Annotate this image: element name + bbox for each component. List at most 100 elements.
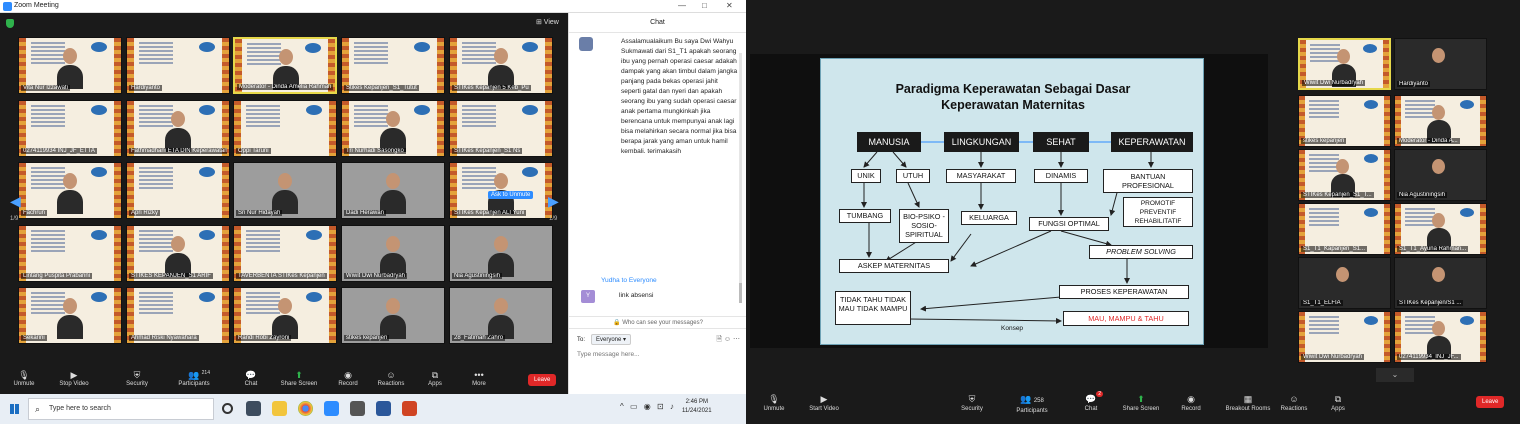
video-tile[interactable]: Nia Agustiningsih bbox=[1394, 149, 1487, 201]
node-bantuan-profesional: BANTUAN PROFESIONAL bbox=[1103, 169, 1193, 193]
video-tile[interactable]: STIKes Kepanjen_S1 Ns bbox=[449, 100, 553, 157]
powerpoint-icon[interactable] bbox=[402, 401, 417, 416]
video-tile[interactable]: STIKes Kepanjen_S1_T... bbox=[1298, 149, 1391, 201]
security-button[interactable]: ⛨Security bbox=[115, 369, 159, 387]
record-button[interactable]: ◉Record bbox=[326, 369, 370, 387]
video-tile[interactable]: Vita Nur Izzawati bbox=[18, 37, 122, 94]
video-tile[interactable]: stikes kepanjen bbox=[341, 287, 445, 344]
more-tiles-chevron-icon[interactable]: ⌄ bbox=[1376, 368, 1414, 382]
next-page-icon[interactable]: ▶ bbox=[548, 193, 559, 209]
video-tile[interactable]: Fachrun bbox=[18, 162, 122, 219]
video-tile[interactable]: S1_T1_ELFIA bbox=[1298, 257, 1391, 309]
breakout-rooms-button[interactable]: ▦Breakout Rooms bbox=[1213, 392, 1283, 412]
system-tray-icons[interactable]: ^ ▭ ◉ ⊡ ♪ bbox=[620, 402, 676, 411]
video-tile[interactable]: Stikes Kepanjen_S1_Tutut bbox=[341, 37, 445, 94]
video-tile[interactable]: Moderator - Dinda Amelia Rahmah bbox=[233, 37, 337, 94]
video-tile[interactable]: Randi Robi Zayroni bbox=[233, 287, 337, 344]
unmute-button-right[interactable]: 🎙Unmute bbox=[746, 392, 802, 412]
prev-page-icon[interactable]: ◀ bbox=[10, 193, 21, 209]
video-tile[interactable]: 0274119934_INJ_JF... bbox=[1394, 311, 1487, 363]
video-tile[interactable]: Oppi Taruni bbox=[233, 100, 337, 157]
apps-icon: ⧉ bbox=[1334, 394, 1342, 404]
video-tile[interactable]: Apri Rizky bbox=[126, 162, 230, 219]
windows-start-icon[interactable] bbox=[10, 404, 20, 414]
share-screen-button[interactable]: ⬆Share Screen bbox=[277, 369, 321, 387]
recipient-select[interactable]: Everyone ▾ bbox=[591, 334, 632, 345]
video-tile[interactable]: Wiwit Dwi Nurbadryah bbox=[1298, 311, 1391, 363]
ask-to-unmute-button[interactable]: Ask to Unmute bbox=[488, 191, 534, 199]
label-konsep: Konsep bbox=[1001, 325, 1024, 332]
zoom-taskbar-icon[interactable] bbox=[324, 401, 339, 416]
chat-input[interactable] bbox=[577, 351, 737, 358]
security-button-right[interactable]: ⛨Security bbox=[944, 392, 1000, 412]
leave-button-right[interactable]: Leave bbox=[1476, 396, 1505, 408]
more-button[interactable]: •••More bbox=[457, 369, 501, 387]
view-button[interactable]: ⊞ View bbox=[536, 19, 559, 26]
video-strip-right: Wiwit Dwi Nurbadryah Hardiyanto stikes kep… bbox=[1298, 38, 1488, 364]
video-tile[interactable]: Nia Agustiningsih bbox=[449, 225, 553, 282]
node-lingkungan: LINGKUNGAN bbox=[944, 132, 1019, 152]
chrome-icon[interactable] bbox=[298, 401, 313, 416]
file-explorer-icon[interactable] bbox=[272, 401, 287, 416]
shield-icon: ⛨ bbox=[968, 394, 976, 404]
apps-button-right[interactable]: ⧉Apps bbox=[1310, 392, 1366, 412]
zoom-app-icon bbox=[3, 2, 12, 11]
mic-muted-icon: 🎙 bbox=[18, 370, 30, 380]
video-tile[interactable]: Sekarini bbox=[18, 287, 122, 344]
reactions-button-right[interactable]: ☺Reactions bbox=[1266, 392, 1322, 412]
video-tile[interactable]: Dadi Herawan bbox=[341, 162, 445, 219]
video-tile[interactable]: Wiwit Dwi Nurbadryah bbox=[1298, 38, 1391, 90]
who-can-see-link[interactable]: 🔒 Who can see your messages? bbox=[569, 316, 747, 329]
stop-video-button[interactable]: ▶Stop Video bbox=[52, 369, 96, 387]
video-tile[interactable]: S1_T1_Kapanjen_S1... bbox=[1298, 203, 1391, 255]
video-tile[interactable]: Hardiyanto bbox=[126, 37, 230, 94]
video-tile[interactable]: stikes kepanjen bbox=[1298, 95, 1391, 147]
start-video-button[interactable]: ▶Start Video bbox=[796, 392, 852, 412]
word-icon[interactable] bbox=[376, 401, 391, 416]
unmute-button[interactable]: 🎙Unmute bbox=[2, 369, 46, 387]
video-tile[interactable]: S1_T1_Ayuna Rahman... bbox=[1394, 203, 1487, 255]
video-tile[interactable]: Fathmadhani ETA DIN Keperawatan bbox=[126, 100, 230, 157]
chat-button[interactable]: 💬Chat bbox=[229, 369, 273, 387]
node-keperawatan: KEPERAWATAN bbox=[1111, 132, 1193, 152]
apps-button[interactable]: ⧉Apps bbox=[413, 369, 457, 387]
maximize-icon[interactable]: □ bbox=[702, 1, 707, 10]
reactions-button[interactable]: ☺Reactions bbox=[369, 369, 413, 387]
video-off-icon: ▶ bbox=[820, 394, 828, 404]
video-tile[interactable]: Moderator - Dinda A... bbox=[1394, 95, 1487, 147]
task-view-icon[interactable] bbox=[222, 403, 233, 414]
video-tile[interactable]: 0274119934 INJ_JF_ETTA bbox=[18, 100, 122, 157]
participant-name: STIKES KEPANJEN_S1 ARIF bbox=[129, 273, 213, 279]
minimize-icon[interactable]: — bbox=[678, 1, 686, 10]
video-tile[interactable]: STIKes Kepanjen 5 Keb_Pu bbox=[449, 37, 553, 94]
video-tile[interactable]: Hardiyanto bbox=[1394, 38, 1487, 90]
node-bio-psiko: BIO-PSIKO - SOSIO- SPIRITUAL bbox=[899, 209, 949, 243]
to-label: To: bbox=[577, 337, 586, 343]
chat-scrollbar[interactable] bbox=[739, 53, 742, 303]
video-tile[interactable]: Sri Nur Hidayah bbox=[233, 162, 337, 219]
video-tile[interactable]: STIKES KEPANJEN_S1 ARIF bbox=[126, 225, 230, 282]
task-manager-icon[interactable] bbox=[246, 401, 261, 416]
video-tile[interactable]: TAVERBENTA STIKes Kepanjen bbox=[233, 225, 337, 282]
video-tile[interactable]: Lintang Puspita Prabarini bbox=[18, 225, 122, 282]
video-tile[interactable]: Tri Nurhadi Sasongko bbox=[341, 100, 445, 157]
chat-tools-icon[interactable]: 🗎 ☺ ⋯ bbox=[716, 336, 740, 343]
video-tile[interactable]: STIKes Kepanjen ALI Yuni bbox=[449, 162, 553, 219]
photos-icon[interactable] bbox=[350, 401, 365, 416]
record-button-right[interactable]: ◉Record bbox=[1163, 392, 1219, 412]
participant-name: Wiwit Dwi Nurbadryah bbox=[1302, 80, 1366, 86]
taskbar-search[interactable]: ⌕Type here to search bbox=[28, 398, 214, 420]
close-icon[interactable]: ✕ bbox=[726, 1, 733, 10]
video-tile[interactable]: 28_Fatimah Zahro bbox=[449, 287, 553, 344]
leave-button[interactable]: Leave bbox=[528, 374, 557, 386]
video-tile[interactable]: Wiwit Dwi Nurbadryah bbox=[341, 225, 445, 282]
video-tile[interactable]: Ahmad Riski Nyawahara bbox=[126, 287, 230, 344]
share-screen-button-right[interactable]: ⬆Share Screen bbox=[1113, 392, 1169, 412]
video-tile[interactable]: STIKes Kepanjen/S1 ... bbox=[1394, 257, 1487, 309]
participant-name: Hardiyanto bbox=[1397, 81, 1431, 87]
